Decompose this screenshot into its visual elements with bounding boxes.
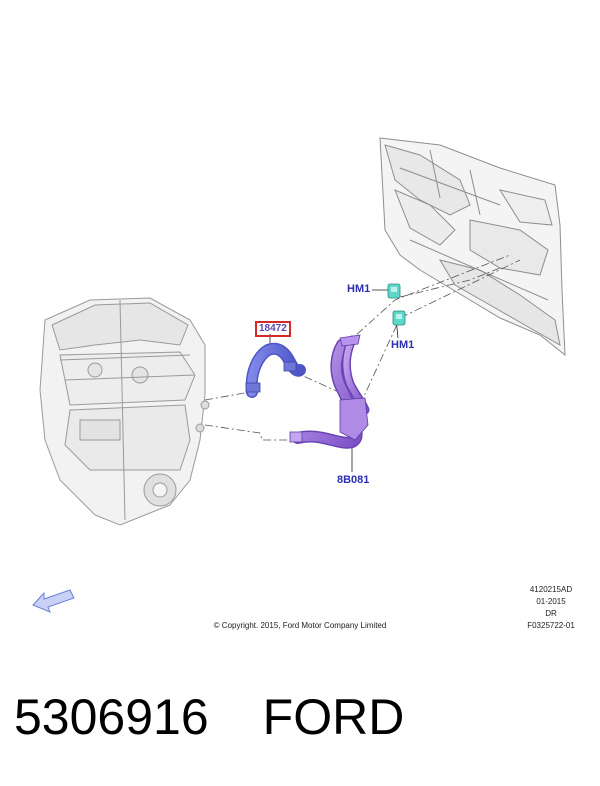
callout-hm1-top[interactable]: HM1 — [347, 283, 371, 295]
figure-number: F0325722-01 — [527, 621, 575, 630]
footer-caption: 5306916 FORD — [14, 688, 404, 746]
engine-block — [39, 297, 210, 526]
hm1-clip-bottom — [392, 310, 406, 326]
hm1-clip-top — [387, 283, 401, 299]
part-number: 5306916 — [14, 689, 209, 745]
brand-name: FORD — [262, 689, 405, 745]
callout-hm1-bottom[interactable]: HM1 — [391, 339, 415, 351]
illustration-region: DR — [545, 609, 557, 618]
hose-assembly-8b081 — [289, 334, 370, 449]
callout-part-8b081[interactable]: 8B081 — [337, 474, 370, 486]
body-panel — [379, 137, 566, 357]
callout-part-18472[interactable]: 18472 — [255, 321, 291, 337]
copyright-notice: © Copyright. 2015, Ford Motor Company Li… — [213, 621, 387, 630]
illustration-date: 01-2015 — [536, 597, 566, 606]
illustration-code: 4120215AD — [529, 585, 573, 594]
view-arrow-icon — [32, 589, 75, 613]
hose-18472 — [245, 342, 306, 398]
